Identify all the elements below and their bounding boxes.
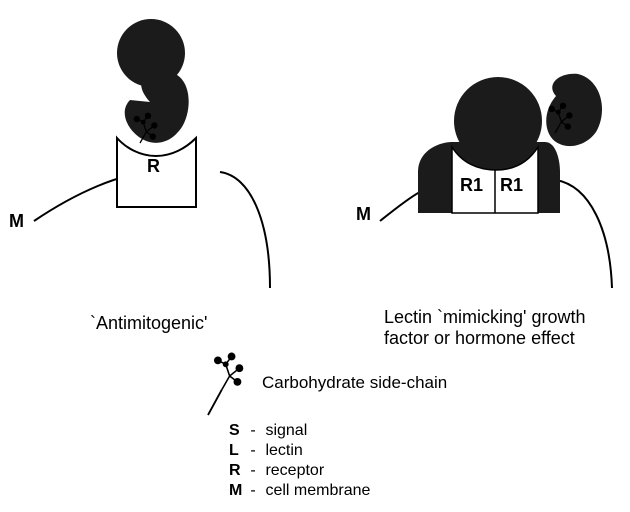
right-caption-line-2: factor or hormone effect (384, 328, 575, 349)
key-letter: S (229, 421, 245, 441)
key-separator: - (245, 481, 261, 501)
key-row-receptor: R- receptor (229, 461, 370, 481)
key-meaning: receptor (265, 462, 324, 479)
legend-key: S- signal L- lectin R- receptor M- cell … (229, 421, 370, 501)
key-row-signal: S- signal (229, 421, 370, 441)
left-membrane-label: M (9, 211, 24, 232)
right-caption-line-1: Lectin `mimicking' growth (384, 307, 586, 328)
key-meaning: cell membrane (265, 482, 370, 499)
legend-carbohydrate-icon (208, 353, 243, 415)
right-panel (380, 74, 612, 288)
key-meaning: signal (265, 422, 307, 439)
left-caption: `Antimitogenic' (90, 313, 207, 334)
key-separator: - (245, 461, 261, 481)
key-separator: - (245, 441, 261, 461)
key-meaning: lectin (265, 442, 302, 459)
carbohydrate-label: Carbohydrate side-chain (262, 372, 447, 393)
key-letter: R (229, 461, 245, 481)
right-receptor-label-1: R1 (460, 175, 483, 196)
key-letter: L (229, 441, 245, 461)
key-letter: M (229, 481, 245, 501)
left-panel (34, 19, 270, 288)
key-row-lectin: L- lectin (229, 441, 370, 461)
right-receptor-label-2: R1 (500, 175, 523, 196)
right-membrane-label: M (356, 204, 371, 225)
left-receptor-label: R (147, 156, 160, 177)
key-row-membrane: M- cell membrane (229, 481, 370, 501)
key-separator: - (245, 421, 261, 441)
